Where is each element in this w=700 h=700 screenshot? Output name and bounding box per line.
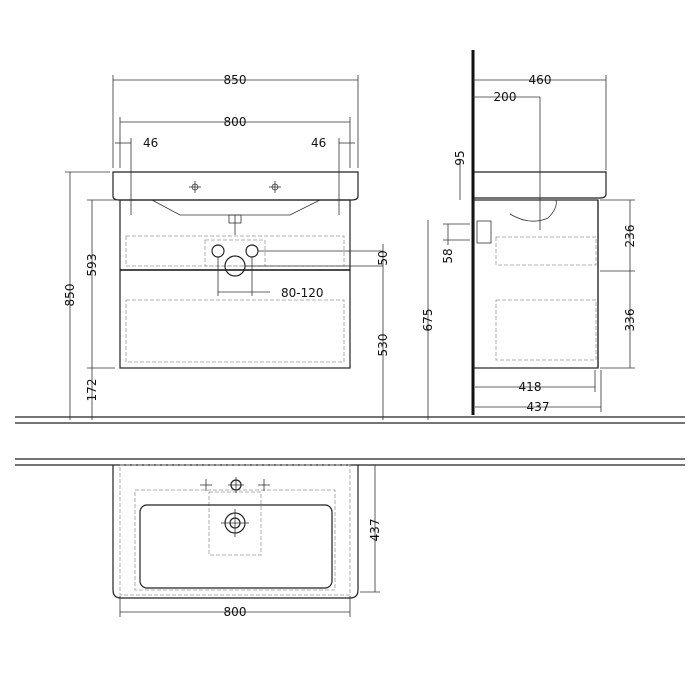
dim-bottom-drawer: 336 <box>623 309 637 332</box>
dim-cabinet-depth-inner: 418 <box>519 380 542 394</box>
dim-tap-distance: 200 <box>494 90 517 104</box>
dim-floor-clearance: 172 <box>85 379 99 402</box>
dim-basin-width: 800 <box>224 115 247 129</box>
plan-dimensions <box>119 465 380 617</box>
front-view <box>112 171 383 369</box>
side-view <box>471 50 607 415</box>
dim-cabinet-depth: 437 <box>527 400 550 414</box>
floor-line <box>15 416 685 466</box>
dim-left-offset: 46 <box>143 136 158 150</box>
dim-waste-offset: 50 <box>376 250 390 265</box>
dim-drawer-height-mark: 675 <box>421 309 435 332</box>
dim-supply-spacing: 80-120 <box>281 286 324 300</box>
dim-overall-width: 850 <box>224 73 247 87</box>
dim-basin-thickness: 95 <box>453 150 467 165</box>
dim-waste-height: 530 <box>376 334 390 357</box>
side-dimensions <box>427 75 635 420</box>
dim-right-offset: 46 <box>311 136 326 150</box>
dim-drawer-offset: 58 <box>441 248 455 263</box>
dim-plan-width: 800 <box>224 605 247 619</box>
dim-cabinet-height: 593 <box>85 254 99 277</box>
dim-overall-height: 850 <box>63 284 77 307</box>
front-dimensions <box>65 75 384 420</box>
plan-view <box>112 464 359 599</box>
dim-top-drawer: 236 <box>623 225 637 248</box>
dim-plan-depth: 437 <box>368 519 382 542</box>
dim-overall-depth: 460 <box>529 73 552 87</box>
